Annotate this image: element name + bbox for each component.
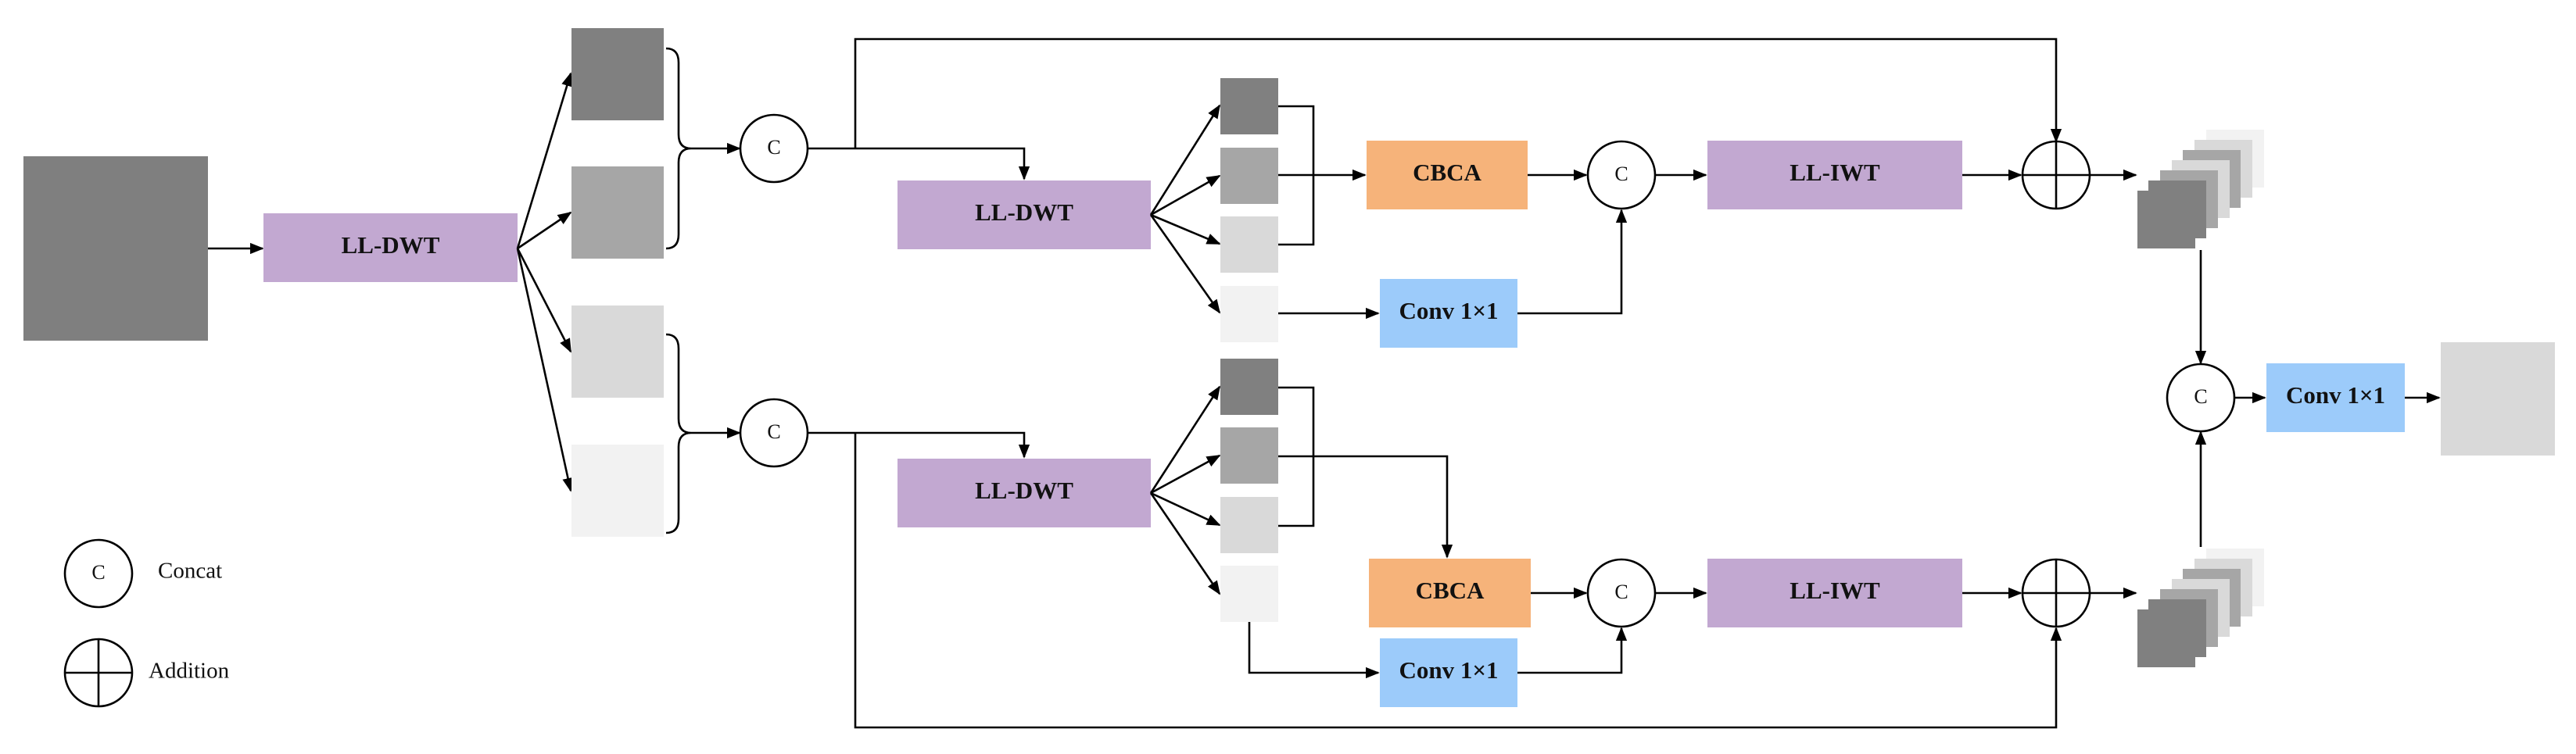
ll-iwt-block-top: LL-IWT — [1707, 141, 1962, 209]
fanout-top — [1149, 104, 1221, 314]
skip-connection-top — [854, 38, 2062, 148]
svg-text:C: C — [91, 561, 105, 584]
top-subband-ll — [1220, 78, 1278, 134]
svg-text:Conv 1×1: Conv 1×1 — [1399, 656, 1498, 684]
skip-connection-bottom — [854, 433, 2062, 729]
svg-text:CBCA: CBCA — [1413, 159, 1481, 186]
brace-top — [665, 47, 692, 250]
subband-lh — [571, 166, 664, 259]
svg-text:Conv 1×1: Conv 1×1 — [1399, 297, 1498, 324]
svg-text:LL-DWT: LL-DWT — [975, 198, 1073, 226]
arrow-hh-to-conv-bottom — [1248, 622, 1380, 679]
legend-addition: Addition — [63, 638, 230, 708]
svg-text:LL-DWT: LL-DWT — [975, 477, 1073, 504]
addition-node-top — [2021, 140, 2091, 210]
output-feature-map — [2441, 342, 2555, 456]
conv-block-bottom: Conv 1×1 — [1380, 638, 1517, 707]
subband-hh — [571, 445, 664, 537]
arrow-bottom-concat-to-dwt — [808, 431, 1030, 459]
svg-text:C: C — [767, 420, 780, 443]
svg-text:C: C — [1614, 581, 1628, 603]
cbca-block-top: CBCA — [1367, 141, 1528, 209]
svg-text:LL-IWT: LL-IWT — [1790, 159, 1880, 186]
input-feature-map — [23, 156, 208, 341]
concat-node-bottom: C — [739, 398, 809, 468]
svg-text:C: C — [767, 136, 780, 159]
legend: C Concat Addition — [63, 538, 230, 708]
ll-dwt-block-main: LL-DWT — [263, 213, 518, 282]
svg-text:CBCA: CBCA — [1416, 577, 1485, 604]
legend-concat: C Concat — [63, 538, 222, 609]
svg-text:LL-DWT: LL-DWT — [342, 231, 440, 259]
conv-block-top: Conv 1×1 — [1380, 279, 1517, 348]
svg-text:LL-IWT: LL-IWT — [1790, 577, 1880, 604]
ll-dwt-block-bottom: LL-DWT — [897, 459, 1151, 527]
svg-text:C: C — [2194, 385, 2207, 408]
arrow-top-concat-to-dwt — [808, 147, 1030, 180]
fanout-bottom — [1149, 385, 1221, 595]
cbca-block-bottom: CBCA — [1369, 559, 1531, 627]
ll-dwt-block-top: LL-DWT — [897, 180, 1151, 249]
bottom-subband-ll — [1220, 359, 1278, 415]
subband-ll — [571, 28, 664, 120]
concat-node-top: C — [739, 113, 809, 184]
feature-stack-bottom — [2137, 549, 2264, 667]
bottom-subband-lh — [1220, 427, 1278, 484]
addition-node-bottom — [2021, 558, 2091, 628]
arrow-to-cbca-bottom — [1278, 455, 1453, 559]
top-subband-lh — [1220, 148, 1278, 204]
fanout-main — [516, 72, 574, 492]
bottom-subband-hl — [1220, 497, 1278, 553]
feature-stack-top — [2137, 130, 2264, 248]
ll-iwt-block-bottom: LL-IWT — [1707, 559, 1962, 627]
concat-node-top-branch: C — [1586, 140, 1657, 210]
concat-node-bottom-branch: C — [1586, 558, 1657, 628]
conv-block-final: Conv 1×1 — [2266, 363, 2405, 432]
top-subband-hl — [1220, 216, 1278, 273]
top-subband-hh — [1220, 286, 1278, 342]
legend-addition-label: Addition — [149, 659, 230, 684]
svg-text:Conv 1×1: Conv 1×1 — [2286, 381, 2385, 409]
bottom-subband-hh — [1220, 566, 1278, 622]
legend-concat-label: Concat — [158, 559, 222, 584]
concat-node-fusion: C — [2166, 363, 2236, 433]
svg-text:C: C — [1614, 163, 1628, 185]
brace-bottom — [665, 333, 692, 534]
subband-hl — [571, 306, 664, 398]
